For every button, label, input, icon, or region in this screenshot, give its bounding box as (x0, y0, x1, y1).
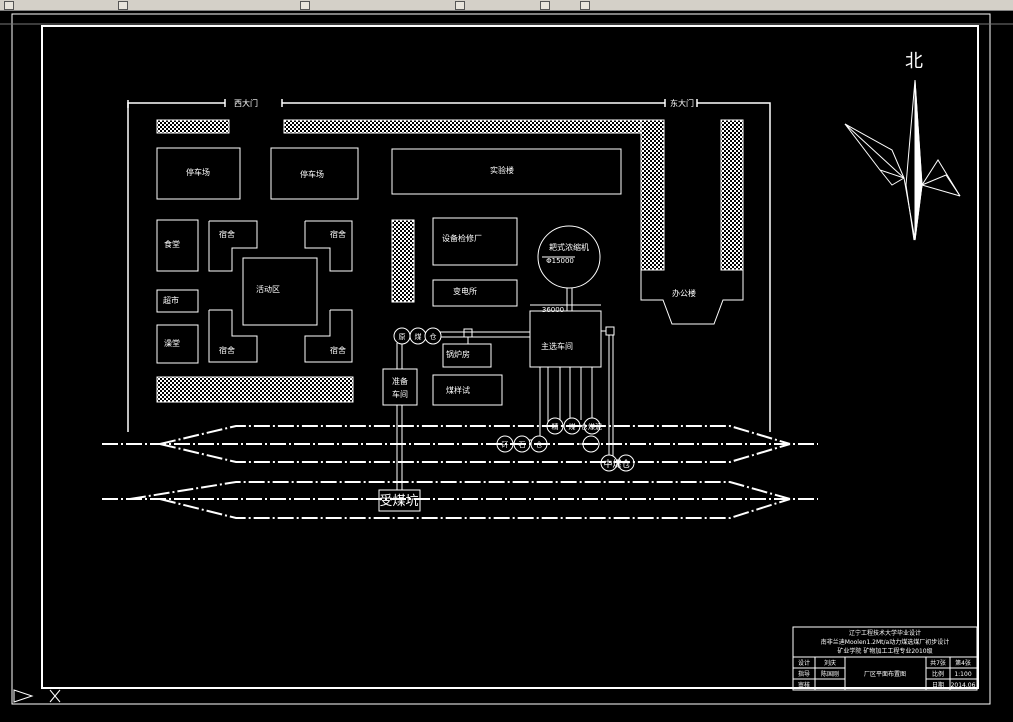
bin-label: 煤 (415, 332, 422, 341)
supermarket-label: 超市 (163, 295, 179, 305)
title-line-1: 辽宁工程技术大学毕业设计 (849, 629, 921, 637)
office-label: 办公楼 (672, 288, 696, 298)
zoom-icon[interactable] (300, 1, 310, 10)
scale-value: 1:100 (954, 671, 971, 678)
title-line-2: 南非兰迪Moolen1.2Mt/a动力煤选煤厂初步设计 (821, 638, 949, 646)
sample-room-label: 煤样试 (446, 385, 470, 395)
sheet-number: 第4张 (955, 659, 971, 667)
boiler-room-label: 锅炉房 (446, 349, 470, 359)
bathhouse-label: 澡堂 (164, 338, 180, 348)
railway-tracks (102, 425, 818, 519)
date-value: 2014.06 (951, 682, 976, 689)
north-arrow-icon (844, 79, 961, 241)
buildings (156, 147, 622, 512)
properties-icon[interactable] (540, 1, 550, 10)
title-block (792, 626, 978, 691)
north-label: 北 (905, 51, 923, 72)
storage-bins (393, 327, 635, 472)
ucs-icon (13, 689, 61, 703)
command-line-strip (0, 714, 1013, 722)
canteen-label: 食堂 (164, 239, 180, 249)
design-label: 设计 (798, 659, 810, 667)
equipment-repair-label: 设备检修厂 (442, 233, 482, 243)
prep-workshop-label-1: 准备 (392, 376, 408, 386)
layer-icon[interactable] (455, 1, 465, 10)
bin-label: 原 (399, 333, 406, 341)
dorm-bl-label: 宿舍 (219, 345, 235, 355)
bin-label: 仓 (581, 422, 588, 431)
dorm-tr-label: 宿舍 (330, 229, 346, 239)
thickener-diameter-label: Φ15000 (546, 257, 574, 265)
drawing-frame (11, 13, 991, 705)
green-belts (156, 119, 744, 403)
scale-label: 比例 (932, 670, 944, 678)
east-gate-label: 东大门 (670, 98, 694, 108)
dorm-br-label: 宿舍 (330, 345, 346, 355)
dorm-tl-label: 宿舍 (219, 229, 235, 239)
bin-label: 仓 (430, 332, 437, 341)
dimension-label: 36000 (542, 306, 564, 314)
review-label: 审核 (798, 681, 810, 689)
main-prep-label: 主选车间 (541, 341, 573, 351)
cad-toolbar (0, 0, 1013, 11)
drawing-name: 厂区平面布置图 (864, 670, 906, 678)
dropdown-icon[interactable] (580, 1, 590, 10)
conveyors (396, 326, 615, 490)
thickener-label: 耙式浓缩机 (549, 242, 589, 252)
open-icon[interactable] (118, 1, 128, 10)
guide-label: 指导 (798, 670, 810, 678)
title-line-3: 矿业学院 矿物加工工程专业2010级 (837, 647, 932, 655)
date-label: 日期 (932, 681, 944, 689)
lab-building-label: 实验楼 (490, 165, 514, 175)
prep-workshop-label-2: 车间 (392, 389, 408, 399)
activity-area-label: 活动区 (256, 284, 280, 294)
sheet-count: 共7张 (930, 659, 946, 667)
parking-2-label: 停车场 (300, 169, 324, 179)
site-boundary (127, 99, 771, 432)
substation-label: 变电所 (453, 286, 477, 296)
design-name: 刘庆 (824, 659, 836, 667)
coal-pit-label: 受煤坑 (379, 494, 418, 509)
parking-1-label: 停车场 (186, 167, 210, 177)
mid-bin-label: 中煤仓 (603, 458, 630, 470)
new-file-icon[interactable] (4, 1, 14, 10)
west-gate-label: 西大门 (234, 98, 258, 108)
office-building (640, 270, 744, 325)
guide-name: 陈国刚 (821, 670, 839, 678)
